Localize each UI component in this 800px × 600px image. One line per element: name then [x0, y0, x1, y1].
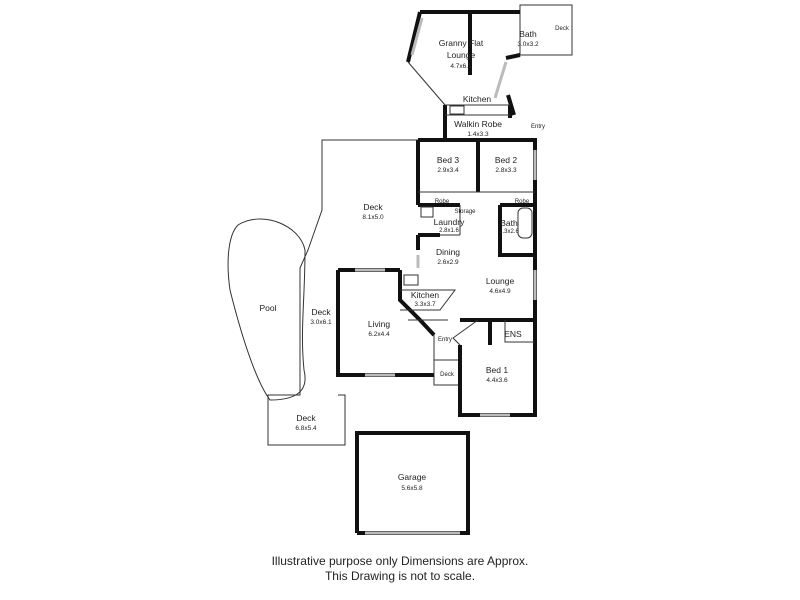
flat-angled-wall [407, 61, 510, 116]
deck-flat-outline [519, 4, 573, 56]
disclaimer-line-1: Illustrative purpose only Dimensions are… [271, 554, 529, 568]
room-label-kitchen-flat: Kitchen [463, 94, 492, 104]
bathtub [517, 207, 533, 239]
room-dim: 2.8x3.3 [495, 167, 517, 174]
laundry-tub [420, 206, 434, 218]
room-label-pool: Pool [259, 303, 276, 313]
room-dim: 2.9x3.4 [437, 167, 459, 174]
room-dim: 4.7x6.1 [450, 63, 472, 70]
room-label-granny-flat: Granny Flat [439, 38, 484, 48]
room-dim: 2.3x2.6 [499, 229, 519, 235]
room-label-deck-lower: Deck [296, 413, 316, 423]
room-label-entry-flat: Entry [531, 124, 545, 130]
room-dim: 3.3x3.7 [414, 301, 436, 308]
room-label-bed3: Bed 3 [437, 155, 459, 165]
room-label-robe: Robe [435, 199, 450, 205]
room-dim: 3.0x6.1 [310, 319, 332, 326]
room-label-bed1: Bed 1 [486, 365, 508, 375]
room-label-kitchen: Kitchen [411, 290, 440, 300]
kitchen-sink [403, 274, 419, 286]
room-label-garage: Garage [398, 472, 427, 482]
room-dim: 3.0x3.2 [517, 41, 539, 48]
window [355, 150, 537, 417]
room-label-deck-main: Deck [363, 202, 383, 212]
room-dim: 8.1x5.0 [362, 214, 384, 221]
room-label-bed2: Bed 2 [495, 155, 517, 165]
room-label-storage: Storage [454, 209, 476, 215]
room-dim: 2.8x1.6 [439, 228, 459, 234]
room-dim: 6.2x4.4 [368, 331, 390, 338]
room-label-living: Living [368, 319, 390, 329]
disclaimer-line-2: This Drawing is not to scale. [324, 569, 476, 583]
room-dim: 4.4x3.6 [486, 377, 508, 384]
room-label-bath: Bath [500, 218, 518, 228]
room-dim: 4.6x4.9 [489, 288, 511, 295]
room-label-laundry: Laundry [434, 217, 465, 227]
room-label-entry: Entry [438, 337, 452, 343]
room-label-lounge: Lounge [486, 276, 515, 286]
room-label-dining: Dining [436, 247, 460, 257]
room-label-walkin-robe: Walkin Robe [454, 119, 502, 129]
room-label-ens: ENS [504, 329, 522, 339]
room-dim: 1.4x3.3 [467, 131, 489, 138]
disclaimer: Illustrative purpose only Dimensions are… [0, 554, 800, 584]
room-dim: 6.8x5.4 [295, 425, 317, 432]
room-label-bath-flat: Bath [519, 29, 537, 39]
room-label-deck-side: Deck [311, 307, 331, 317]
room-label-deck-flat: Deck [555, 26, 570, 32]
pool-outline [227, 218, 306, 401]
room-label-robe: Robe [515, 199, 530, 205]
interior-lines [400, 191, 535, 375]
garage-walls [355, 431, 470, 535]
room-label-granny-flat-lounge: Lounge [447, 50, 476, 60]
flat-kitchen-sink [449, 105, 465, 115]
deck-main-outline [267, 139, 418, 446]
window [410, 17, 508, 99]
room-dim: 2.6x2.9 [437, 259, 459, 266]
room-dim: 5.6x5.8 [401, 485, 423, 492]
room-label-deck-small: Deck [440, 372, 455, 378]
